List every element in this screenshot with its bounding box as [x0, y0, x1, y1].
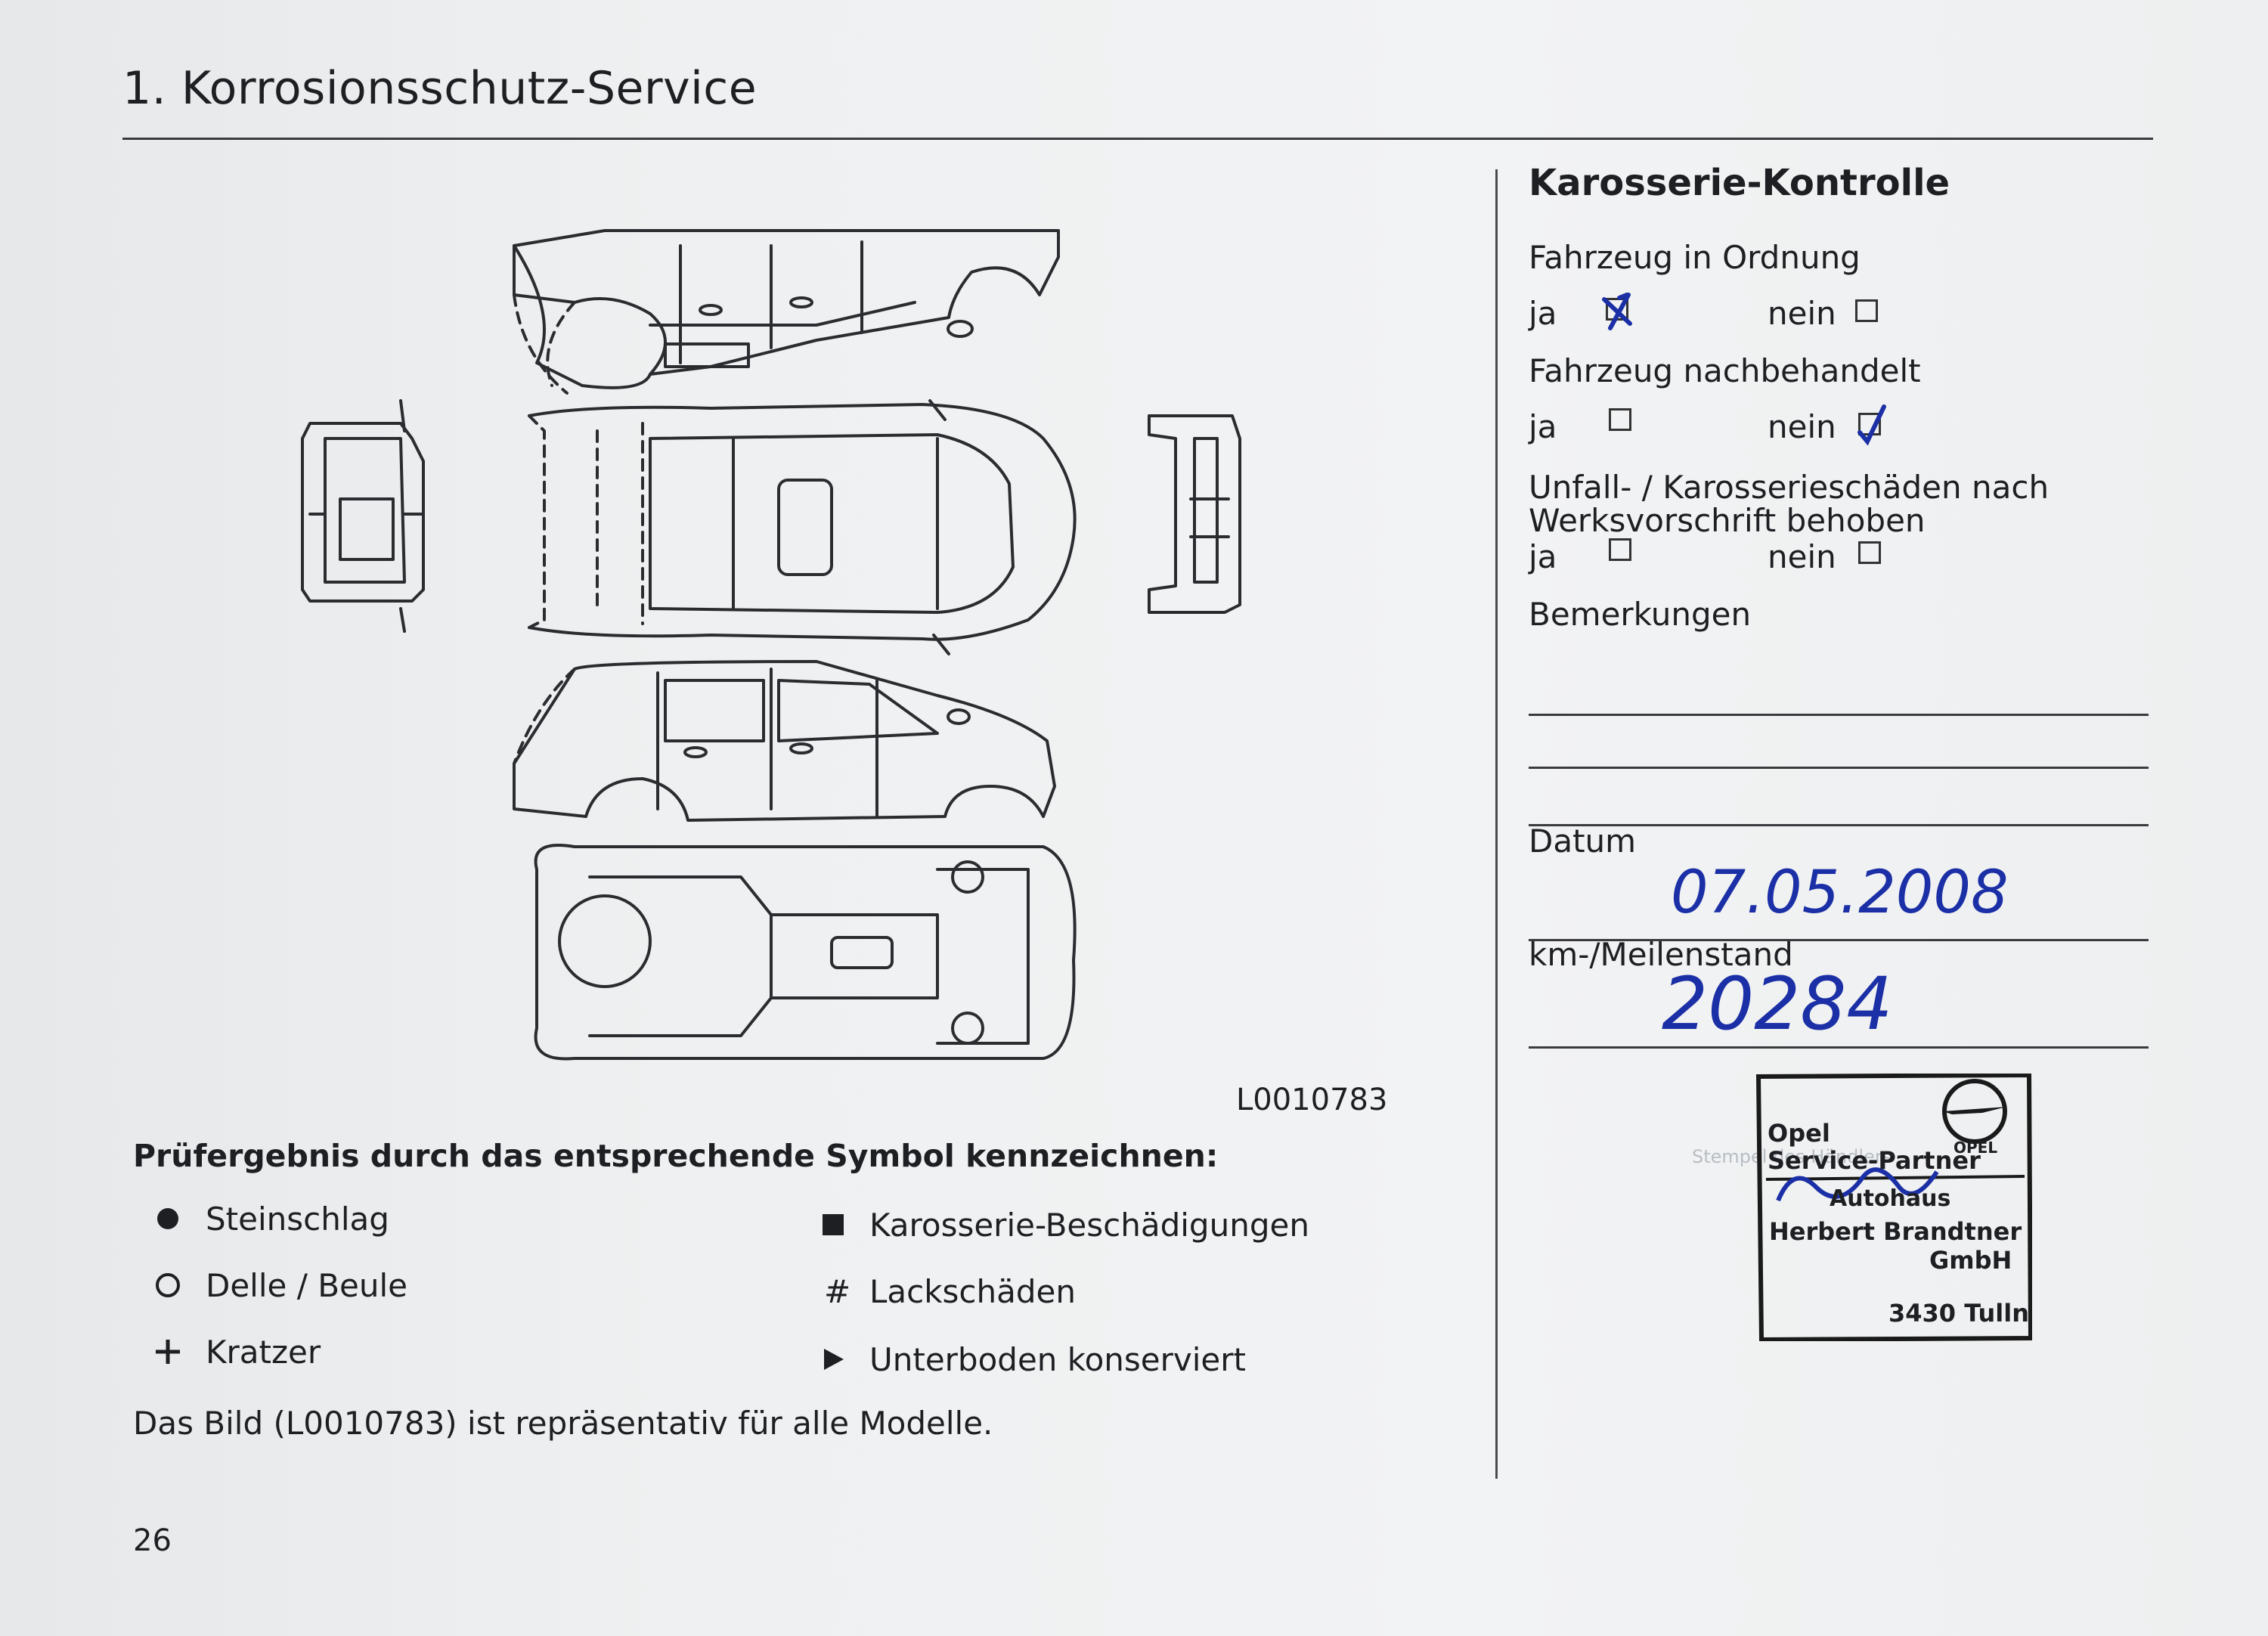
legend-label: Unterboden konserviert — [869, 1341, 1246, 1378]
legend-prompt: Prüfergebnis durch das entsprechende Sym… — [133, 1138, 1219, 1174]
filled-circle-icon — [157, 1208, 178, 1229]
title-rule — [122, 138, 2153, 140]
legend-item-steinschlag — [151, 1202, 184, 1238]
date-label: Datum — [1529, 823, 1637, 860]
checkbox-damage-fixed-yes[interactable] — [1609, 538, 1631, 561]
front-view — [1148, 414, 1241, 614]
remarks-line-1[interactable] — [1529, 714, 2149, 716]
stamp-line: Herbert Brandtner — [1769, 1217, 2022, 1246]
top-view — [528, 399, 1077, 655]
legend-label: Lackschäden — [869, 1273, 1076, 1310]
remarks-line-2[interactable] — [1529, 767, 2149, 769]
stamp-line: Autohaus — [1830, 1185, 1951, 1212]
side-view-lower — [513, 660, 1056, 822]
answer-yes-label: ja — [1529, 538, 1557, 575]
side-view-upper — [513, 229, 1060, 395]
rear-view — [301, 399, 425, 633]
legend-item-delle — [151, 1269, 184, 1305]
date-line[interactable] — [1529, 939, 2149, 941]
opel-logo-text: OPEL — [1954, 1139, 1998, 1157]
stamp-line: Service-Partner — [1768, 1146, 1981, 1175]
open-circle-icon — [156, 1273, 180, 1297]
remarks-label: Bemerkungen — [1529, 596, 1752, 633]
answer-yes-label: ja — [1529, 295, 1557, 332]
legend-label: Delle / Beule — [206, 1267, 407, 1304]
stamp-field-label: Stempel des Händlers — [1692, 1146, 1892, 1167]
stamp-line: Opel — [1768, 1119, 1830, 1148]
check-mark-icon — [1602, 293, 1632, 330]
remarks-line-3[interactable] — [1529, 824, 2149, 826]
answer-yes-label: ja — [1529, 408, 1557, 445]
question-vehicle-ok: Fahrzeug in Ordnung — [1529, 239, 1861, 276]
representative-note: Das Bild (L0010783) ist repräsentativ fü… — [133, 1405, 993, 1442]
legend-item-karosserie — [816, 1208, 850, 1244]
legend-label: Kratzer — [206, 1334, 321, 1371]
legend-label: Steinschlag — [206, 1201, 389, 1238]
legend-item-unterboden — [816, 1343, 850, 1379]
stamp-line: GmbH — [1929, 1246, 2012, 1275]
section-heading: Karosserie-Kontrolle — [1529, 162, 1950, 204]
check-mark-icon — [1857, 404, 1886, 446]
mileage-label: km-/Meilenstand — [1529, 936, 1793, 973]
stamp-line: 3430 Tulln — [1888, 1299, 2030, 1328]
hash-icon: # — [824, 1273, 851, 1310]
underbody-view — [534, 844, 1077, 1061]
stamp-frame — [1755, 1074, 2032, 1341]
checkbox-vehicle-ok-no[interactable] — [1855, 299, 1878, 322]
question-damage-fixed-line2: Werksvorschrift behoben — [1529, 502, 1926, 539]
column-divider — [1495, 169, 1498, 1479]
answer-no-label: nein — [1768, 295, 1836, 332]
answer-no-label: nein — [1768, 538, 1836, 575]
mileage-line[interactable] — [1529, 1046, 2149, 1049]
checkbox-vehicle-treated-yes[interactable] — [1609, 408, 1631, 431]
legend-label: Karosserie-Beschädigungen — [869, 1207, 1309, 1244]
diagram-reference: L0010783 — [1236, 1083, 1388, 1117]
question-damage-fixed-line1: Unfall- / Karosserieschäden nach — [1529, 469, 2050, 506]
page-title: 1. Korrosionsschutz-Service — [122, 62, 758, 115]
dealer-stamp: OPEL Opel Service-Partner Autohaus Herbe… — [1755, 1074, 2032, 1341]
date-handwritten: 07.05.2008 — [1671, 859, 2009, 927]
mileage-handwritten: 20284 — [1662, 962, 1893, 1046]
filled-square-icon — [823, 1214, 844, 1235]
car-body-diagram — [301, 229, 1241, 1061]
question-vehicle-treated: Fahrzeug nachbehandelt — [1529, 352, 1921, 389]
triangle-icon — [824, 1349, 844, 1370]
legend-item-kratzer — [151, 1335, 184, 1371]
checkbox-damage-fixed-no[interactable] — [1858, 541, 1881, 564]
plus-icon — [156, 1340, 180, 1364]
page-number: 26 — [133, 1523, 172, 1558]
answer-no-label: nein — [1768, 408, 1836, 445]
